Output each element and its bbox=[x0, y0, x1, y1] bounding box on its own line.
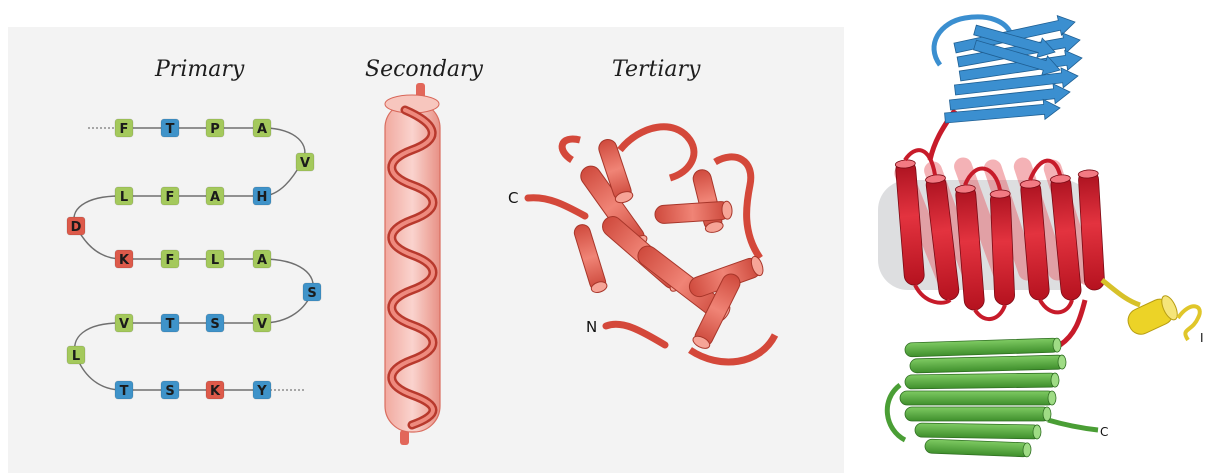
blue-beta-sandwich-domain bbox=[930, 12, 1083, 160]
residue-box: P bbox=[206, 119, 224, 137]
residue-box: S bbox=[303, 283, 321, 301]
multidomain-protein: C I bbox=[878, 12, 1204, 457]
residue-box: V bbox=[296, 153, 314, 171]
red-helical-domain bbox=[892, 150, 1105, 319]
residue-letter: Y bbox=[256, 384, 267, 399]
residue-box: F bbox=[115, 119, 133, 137]
residue-letter: H bbox=[257, 190, 268, 205]
secondary-structure-helix bbox=[385, 83, 440, 445]
residue-letter: V bbox=[119, 317, 129, 332]
residue-box: D bbox=[67, 217, 85, 235]
residue-letter: T bbox=[166, 122, 175, 137]
residue-box: A bbox=[253, 119, 271, 137]
residue-letter: S bbox=[210, 317, 219, 332]
residue-letter: A bbox=[257, 253, 267, 268]
residue-box: A bbox=[206, 187, 224, 205]
residue-box: S bbox=[206, 314, 224, 332]
residue-letter: L bbox=[120, 190, 128, 205]
residue-letter: L bbox=[211, 253, 219, 268]
green-helix bbox=[905, 407, 1051, 421]
green-helix bbox=[905, 338, 1061, 357]
green-helix bbox=[900, 391, 1056, 405]
right-partial-label: I bbox=[1200, 331, 1204, 345]
residue-letter: D bbox=[71, 220, 82, 235]
residue-box: F bbox=[161, 250, 179, 268]
residue-letter: K bbox=[210, 384, 221, 399]
residue-letter: F bbox=[166, 190, 175, 205]
primary-title: Primary bbox=[154, 57, 245, 82]
tertiary-title: Tertiary bbox=[612, 57, 701, 82]
residue-letter: V bbox=[257, 317, 267, 332]
residue-box: V bbox=[253, 314, 271, 332]
residue-letter: K bbox=[119, 253, 130, 268]
residue-box: S bbox=[161, 381, 179, 399]
residue-box: L bbox=[206, 250, 224, 268]
residue-box: F bbox=[161, 187, 179, 205]
residue-box: T bbox=[161, 119, 179, 137]
residue-letter: L bbox=[72, 349, 80, 364]
residue-box: Y bbox=[253, 381, 271, 399]
residue-letter: A bbox=[257, 122, 267, 137]
green-helical-domain bbox=[887, 300, 1098, 457]
green-c-terminal-tail bbox=[1048, 420, 1098, 430]
green-helix bbox=[910, 355, 1066, 373]
residue-box: L bbox=[115, 187, 133, 205]
residue-letter: S bbox=[307, 286, 316, 301]
residue-letter: F bbox=[166, 253, 175, 268]
green-helix bbox=[915, 423, 1041, 439]
residue-letter: P bbox=[210, 122, 220, 137]
green-helix bbox=[925, 439, 1032, 457]
red-to-green-linker bbox=[1060, 300, 1085, 345]
residue-letter: T bbox=[120, 384, 129, 399]
residue-box: L bbox=[67, 346, 85, 364]
red-to-yellow-linker bbox=[1102, 280, 1140, 305]
residue-box: V bbox=[115, 314, 133, 332]
tertiary-c-label: C bbox=[508, 189, 518, 207]
residue-box: A bbox=[253, 250, 271, 268]
residue-letter: A bbox=[210, 190, 220, 205]
green-helix bbox=[905, 373, 1059, 389]
residue-box: T bbox=[161, 314, 179, 332]
residue-box: K bbox=[206, 381, 224, 399]
residue-letter: S bbox=[165, 384, 174, 399]
residue-letter: V bbox=[300, 156, 310, 171]
residue-box: H bbox=[253, 187, 271, 205]
yellow-helix-domain bbox=[1102, 280, 1200, 340]
residue-box: K bbox=[115, 250, 133, 268]
secondary-title: Secondary bbox=[365, 57, 484, 82]
residue-letter: T bbox=[166, 317, 175, 332]
yellow-tail-loop bbox=[1178, 306, 1200, 340]
tertiary-n-label: N bbox=[586, 318, 597, 336]
residue-box: T bbox=[115, 381, 133, 399]
right-c-terminus-label: C bbox=[1100, 425, 1108, 439]
residue-letter: F bbox=[120, 122, 129, 137]
